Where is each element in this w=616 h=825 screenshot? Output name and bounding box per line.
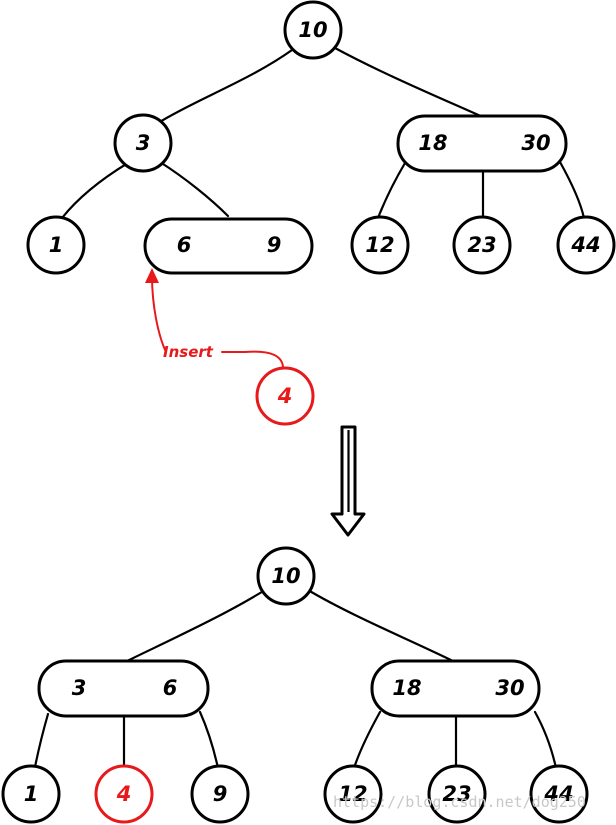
insert-arrowhead <box>145 268 159 283</box>
edge-18-12 <box>376 161 407 220</box>
insert-label: Insert <box>163 343 214 361</box>
node-b-4 <box>94 764 154 824</box>
node-3 <box>113 113 173 173</box>
node-10-label: 10 <box>298 18 327 42</box>
node-b-44-label: 44 <box>543 782 573 806</box>
node-b-12 <box>323 764 383 824</box>
node-23-label: 23 <box>467 233 496 257</box>
node-b-9 <box>190 764 250 824</box>
edge-3-69 <box>158 160 230 218</box>
insert-annotation: Insert 4 <box>145 268 315 426</box>
node-6-9 <box>143 217 314 275</box>
node-b-1-label: 1 <box>24 782 39 806</box>
node-44 <box>556 215 616 275</box>
edge-b-root-right <box>306 588 457 664</box>
node-b-3-6 <box>37 659 210 718</box>
node-b-12-label: 12 <box>338 782 367 806</box>
node-30-label: 30 <box>521 131 550 155</box>
bottom-tree: 10 3 6 18 30 1 4 9 12 23 44 <box>1 546 589 824</box>
node-12-label: 12 <box>365 233 394 257</box>
edge-3-1 <box>60 161 130 220</box>
node-b-10-label: 10 <box>271 564 300 588</box>
node-12 <box>350 215 410 275</box>
node-b-18-label: 18 <box>392 676 421 700</box>
node-b-3-label: 3 <box>72 676 87 700</box>
edge-root-left <box>156 48 294 125</box>
node-b-1 <box>1 764 61 824</box>
top-tree: 10 3 18 30 1 6 9 12 23 44 <box>26 0 616 275</box>
node-b-10 <box>256 546 316 606</box>
node-3-label: 3 <box>136 131 151 155</box>
node-10 <box>283 0 343 60</box>
edge-root-right <box>333 46 487 120</box>
node-b-4-label: 4 <box>116 782 132 806</box>
edge-b-3-1 <box>33 712 50 769</box>
node-18-30 <box>396 114 568 173</box>
node-b-23-label: 23 <box>442 782 471 806</box>
node-b-23 <box>427 764 487 824</box>
node-insert-4 <box>255 366 315 426</box>
edge-b-6-9 <box>198 710 220 770</box>
node-6-label: 6 <box>177 233 192 257</box>
node-b-9-label: 9 <box>213 782 228 806</box>
node-1-label: 1 <box>49 233 64 257</box>
node-1 <box>26 215 86 275</box>
node-18-label: 18 <box>418 131 447 155</box>
down-arrow <box>330 425 366 537</box>
node-b-18-30 <box>370 659 541 718</box>
node-23 <box>452 215 512 275</box>
edge-b-18-12 <box>352 710 382 770</box>
edge-b-root-left <box>123 588 267 664</box>
edge-b-30-44 <box>533 710 558 770</box>
node-44-label: 44 <box>570 233 600 257</box>
node-insert-4-label: 4 <box>277 384 293 408</box>
edge-30-44 <box>558 160 586 220</box>
node-9-label: 9 <box>267 233 282 257</box>
watermark: https://blog.csdn.net/dog250 <box>333 793 586 811</box>
node-b-30-label: 30 <box>495 676 524 700</box>
node-b-6-label: 6 <box>163 676 178 700</box>
node-b-44 <box>529 764 589 824</box>
